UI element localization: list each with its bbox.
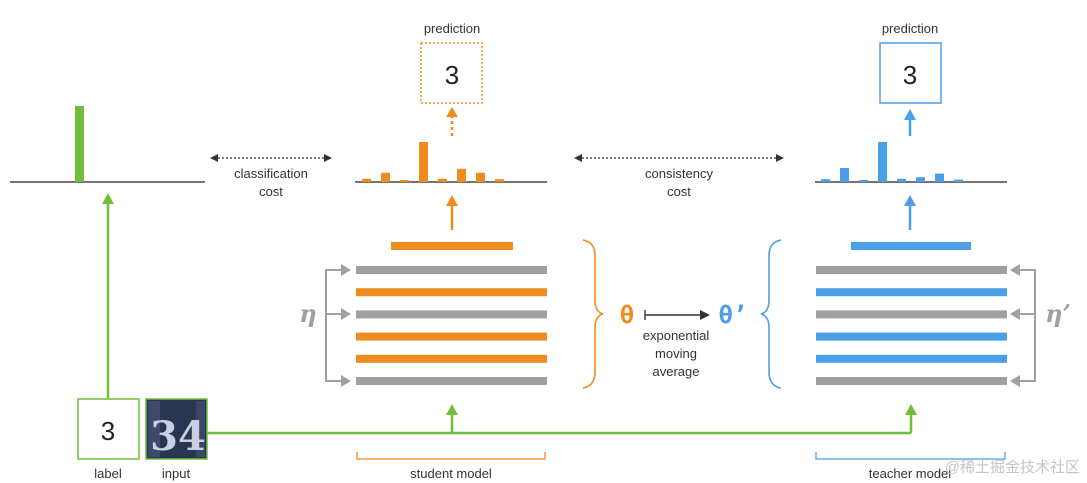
teacher-model-label: teacher model [869, 466, 951, 481]
student-prediction-label: prediction [424, 21, 480, 36]
teacher-histogram [815, 142, 1007, 183]
teacher-output-layer [851, 242, 971, 250]
teacher-histogram-bar [878, 142, 887, 182]
student-layer [356, 332, 547, 341]
teacher-histogram-bar [954, 179, 963, 182]
teacher-histogram-bar [897, 178, 906, 182]
teacher-histogram-bar [859, 180, 868, 182]
student-output-layer [391, 242, 513, 250]
ema-label-2: moving [655, 346, 697, 361]
teacher-layer [816, 288, 1007, 297]
teacher-brace [760, 239, 782, 389]
student-layer [356, 310, 547, 319]
student-histogram-bar [476, 172, 485, 182]
input-caption: input [162, 466, 191, 481]
teacher-histogram-bar [935, 173, 944, 182]
ema-label-1: exponential [643, 328, 710, 343]
ema-label-3: average [653, 364, 700, 379]
label-histogram-bar [75, 106, 84, 182]
input-flow [102, 193, 917, 435]
theta-symbol: θ [620, 301, 634, 329]
student-histogram-bar [438, 178, 447, 182]
teacher-histogram-bar [840, 168, 849, 182]
teacher-histogram-bar [916, 177, 925, 182]
consistency-cost-label-2: cost [667, 184, 691, 199]
student-prediction: prediction 3 [420, 21, 483, 136]
classification-cost: classification cost [210, 154, 332, 199]
watermark: @稀土掘金技术社区 [945, 459, 1080, 476]
student-layer [356, 288, 547, 297]
student-histogram-bar [400, 180, 409, 182]
teacher-prediction-value: 3 [903, 60, 917, 90]
classification-cost-label-1: classification [234, 166, 308, 181]
teacher-layer [816, 332, 1007, 341]
teacher-output-arrow [904, 195, 916, 230]
consistency-cost-label-1: consistency [645, 166, 713, 181]
student-brace [582, 239, 604, 389]
teacher-layer [816, 354, 1007, 363]
label-box-value: 3 [101, 416, 115, 446]
student-layer [356, 266, 547, 274]
student-histogram-bar [419, 142, 428, 182]
eta-prime-noise-arrows: η’ [1010, 264, 1071, 387]
student-model-label: student model [410, 466, 492, 481]
teacher-prediction-box [879, 42, 942, 104]
teacher-layer [816, 377, 1007, 385]
input-image: 34 input [145, 398, 208, 481]
student-prediction-value: 3 [445, 60, 459, 90]
student-histogram-bar [362, 178, 371, 182]
teacher-prediction: prediction 3 [879, 21, 942, 136]
student-histogram-bar [381, 172, 390, 182]
label-caption: label [94, 466, 122, 481]
student-network-layers [356, 242, 547, 385]
label-box-frame [77, 398, 140, 460]
teacher-histogram-bar [821, 179, 830, 182]
theta-prime-symbol: θ’ [719, 301, 748, 329]
teacher-layer [816, 266, 1007, 274]
teacher-layer [816, 310, 1007, 319]
input-image-digits: 34 [150, 413, 206, 460]
student-histogram [355, 142, 547, 183]
consistency-cost: consistency cost [574, 154, 784, 199]
student-layer [356, 354, 547, 363]
student-prediction-box [420, 42, 483, 104]
eta-prime-symbol: η’ [1045, 299, 1071, 328]
teacher-model-bracket: teacher model [815, 452, 1006, 481]
student-histogram-bar [495, 179, 504, 182]
classification-cost-label-2: cost [259, 184, 283, 199]
eta-noise-arrows: η [299, 264, 351, 387]
student-prediction-arrowhead [446, 107, 458, 117]
ema-connection: θ θ’ exponential moving average [620, 301, 748, 379]
label-box: 3 label [77, 398, 140, 481]
student-histogram-bar [457, 168, 466, 182]
teacher-prediction-label: prediction [882, 21, 938, 36]
label-histogram [10, 106, 205, 183]
student-layer [356, 377, 547, 385]
student-output-arrow [446, 195, 458, 230]
eta-symbol: η [299, 299, 316, 328]
teacher-network-layers [816, 242, 1007, 385]
student-model-bracket: student model [356, 452, 546, 481]
